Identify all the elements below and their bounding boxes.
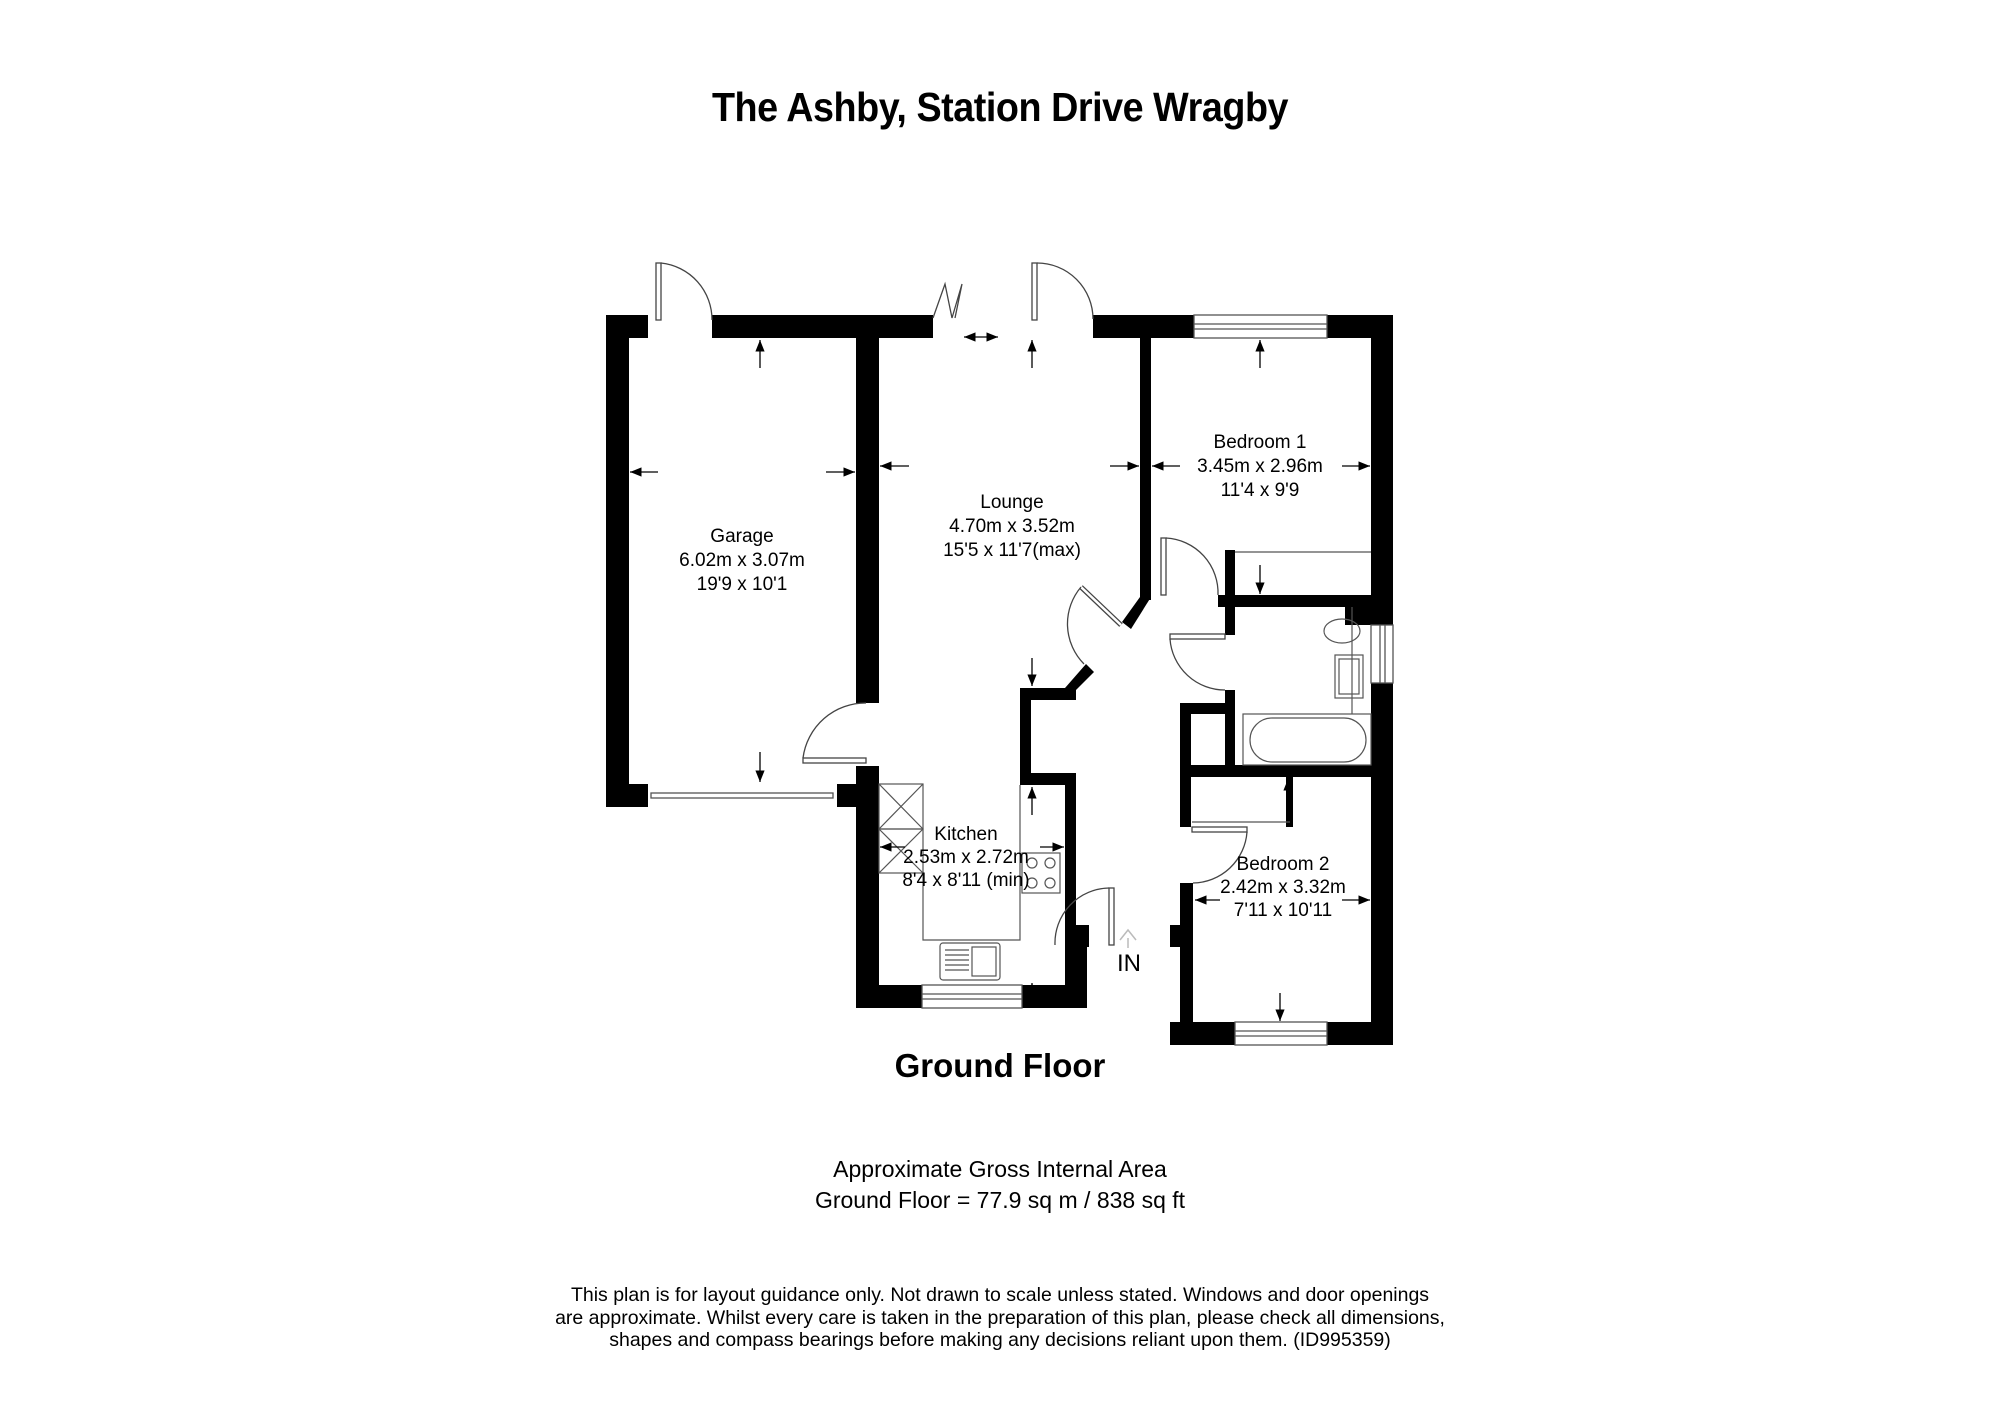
room-kitchen: Kitchen 2.53m x 2.72m 8'4 x 8'11 (min) <box>902 823 1029 892</box>
dimension-arrows <box>630 340 1370 1021</box>
floor-label: Ground Floor <box>894 1047 1106 1084</box>
room-imperial: 8'4 x 8'11 (min) <box>902 870 1030 891</box>
disclaimer: This plan is for layout guidance only. N… <box>0 1284 2000 1352</box>
room-imperial: 19'9 x 10'1 <box>696 574 788 595</box>
wc-icon <box>1323 618 1361 644</box>
windows <box>650 314 1394 1046</box>
disclaimer-line: are approximate. Whilst every care is ta… <box>555 1306 1445 1329</box>
room-imperial: 11'4 x 9'9 <box>1220 480 1300 501</box>
room-name: Bedroom 2 <box>1236 854 1330 875</box>
entrance-label: IN <box>1117 950 1141 977</box>
walls <box>606 315 1393 1045</box>
basin-icon <box>1334 654 1364 699</box>
room-bedroom-1: Bedroom 1 3.45m x 2.96m 11'4 x 9'9 <box>1197 431 1323 503</box>
room-metric: 6.02m x 3.07m <box>679 550 805 571</box>
fixtures <box>878 551 1372 981</box>
disclaimer-line: This plan is for layout guidance only. N… <box>570 1284 1430 1306</box>
entrance-arrow-icon <box>1119 928 1137 948</box>
room-name: Bedroom 1 <box>1213 432 1307 453</box>
hob-icon <box>1021 852 1061 894</box>
plan-title: The Ashby, Station Drive Wragby <box>711 84 1289 130</box>
room-bedroom-2: Bedroom 2 2.42m x 3.32m 7'11 x 10'11 <box>1220 853 1346 922</box>
disclaimer-line: shapes and compass bearings before makin… <box>609 1329 1391 1351</box>
area-heading: Approximate Gross Internal Area <box>833 1156 1167 1182</box>
room-name: Kitchen <box>934 824 998 845</box>
room-imperial: 7'11 x 10'11 <box>1233 900 1333 921</box>
room-name: Lounge <box>980 492 1044 513</box>
doors <box>655 262 1248 946</box>
sink-icon <box>939 942 1001 981</box>
room-metric: 2.42m x 3.32m <box>1220 877 1346 898</box>
bath-icon <box>1242 713 1372 766</box>
room-metric: 2.53m x 2.72m <box>903 847 1029 868</box>
room-metric: 4.70m x 3.52m <box>949 516 1075 537</box>
room-garage: Garage 6.02m x 3.07m 19'9 x 10'1 <box>679 525 805 597</box>
room-name: Garage <box>710 526 774 547</box>
room-metric: 3.45m x 2.96m <box>1197 456 1323 477</box>
area-summary: Approximate Gross Internal Area Ground F… <box>0 1154 2000 1216</box>
room-lounge: Lounge 4.70m x 3.52m 15'5 x 11'7(max) <box>943 491 1081 563</box>
area-value: Ground Floor = 77.9 sq m / 838 sq ft <box>814 1187 1186 1213</box>
room-imperial: 15'5 x 11'7(max) <box>943 540 1081 561</box>
